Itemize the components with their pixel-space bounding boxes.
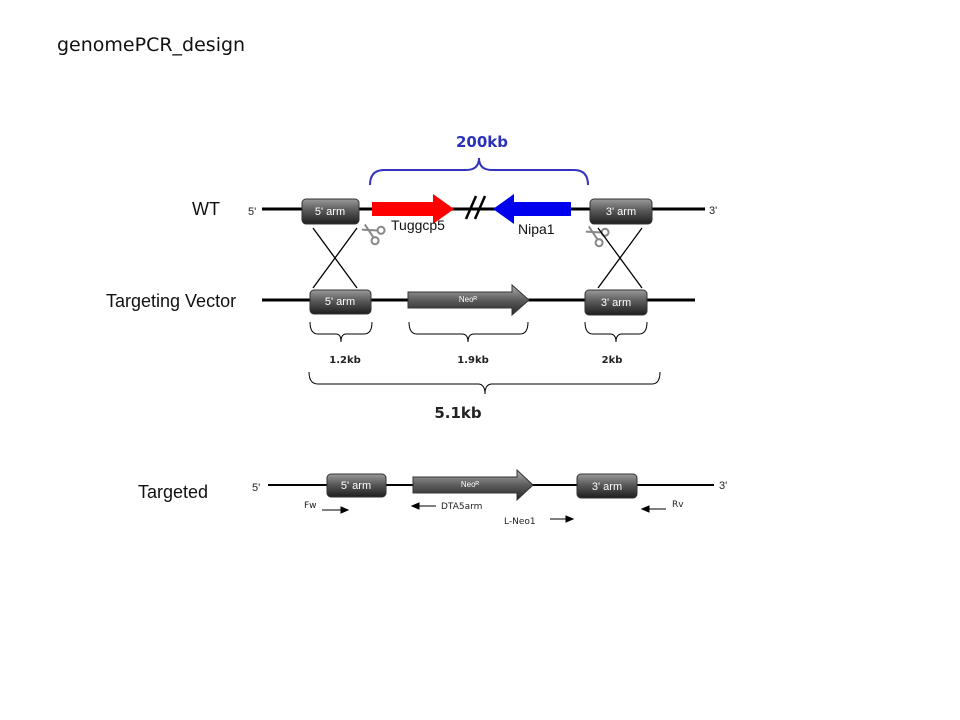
wt-arm3-box: 3' arm [589, 198, 653, 225]
wt-arm5-box: 5' arm [301, 198, 360, 225]
wt-end5-label: 5' [248, 206, 256, 218]
break-mark [464, 195, 487, 220]
targeted-arm3-label: 3' arm [592, 481, 622, 493]
vector-neo-label: Neoᴿ [459, 295, 478, 304]
primer-dta-arrow [410, 502, 436, 510]
vector-arm5-label: 5' arm [325, 296, 355, 308]
wt-arm3-label: 3' arm [606, 206, 636, 218]
scissors-icon [361, 223, 386, 246]
wt-end3-label: 3' [709, 205, 717, 217]
vector-row-label: Targeting Vector [106, 291, 236, 311]
wt-span-bracket [369, 157, 589, 186]
primer-rv-arrow [640, 505, 666, 513]
targeted-arm5-box: 5' arm [326, 473, 387, 498]
nipa1-label: Nipa1 [518, 221, 555, 237]
size-arm5-label: 1.2kb [329, 355, 361, 366]
vector-arm3-box: 3' arm [584, 289, 648, 316]
wt-arm5-label: 5' arm [315, 206, 345, 218]
primer-lneo-label: L-Neo1 [504, 517, 536, 527]
scissors-icon [585, 225, 610, 248]
brace-arm5 [309, 321, 373, 343]
crossover-right [597, 227, 643, 289]
size-arm3-label: 2kb [602, 355, 623, 366]
size-neo-label: 1.9kb [457, 355, 489, 366]
vector-arm3-label: 3' arm [601, 297, 631, 309]
size-total-label: 5.1kb [434, 404, 482, 422]
primer-fw-label: Fw [304, 501, 317, 511]
brace-total [308, 371, 661, 395]
wt-row-label: WT [192, 199, 220, 219]
primer-dta-label: DTA5arm [441, 502, 482, 512]
primer-rv-label: Rv [672, 500, 684, 510]
crossover-left [312, 227, 358, 289]
targeted-end3-label: 3' [719, 480, 727, 492]
targeted-neo-label: Neoᴿ [461, 480, 480, 489]
vector-arm5-box: 5' arm [309, 289, 372, 315]
vector-neo-arrow: Neoᴿ [407, 283, 530, 317]
primer-fw-arrow [322, 506, 350, 514]
primer-lneo-arrow [550, 515, 575, 523]
targeted-arm5-label: 5' arm [341, 480, 371, 492]
brace-arm3 [584, 321, 648, 343]
wt-span-label: 200kb [456, 133, 508, 151]
targeted-end5-label: 5' [252, 482, 260, 494]
nipa1-arrow [493, 194, 571, 224]
tuggcp5-arrow [372, 194, 454, 224]
page-title: genomePCR_design [57, 34, 246, 56]
targeted-neo-arrow: Neoᴿ [412, 468, 534, 502]
targeted-arm3-box: 3' arm [576, 473, 638, 499]
brace-neo [408, 321, 529, 343]
tuggcp5-label: Tuggcp5 [391, 217, 445, 233]
targeted-row-label: Targeted [138, 482, 208, 502]
